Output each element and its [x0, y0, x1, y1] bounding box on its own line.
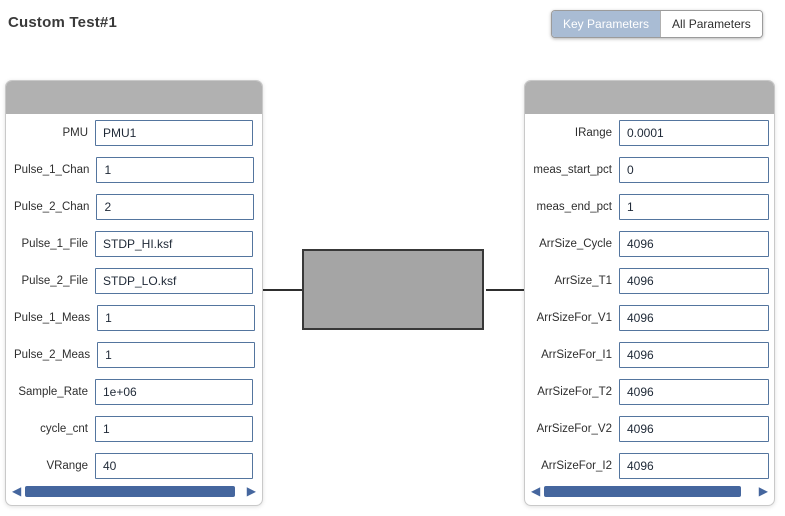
param-input[interactable] — [97, 304, 256, 331]
param-row: meas_end_pct — [525, 188, 774, 225]
param-input[interactable] — [619, 378, 769, 405]
param-label: Sample_Rate — [18, 385, 88, 398]
param-row: ArrSizeFor_V1 — [525, 299, 774, 336]
param-input[interactable] — [619, 119, 769, 146]
param-row: Pulse_2_File — [6, 262, 262, 299]
right-horizontal-scrollbar[interactable]: ◀ ▶ — [531, 485, 768, 498]
param-input[interactable] — [96, 156, 255, 183]
param-row: Pulse_1_Meas — [6, 299, 262, 336]
param-label: cycle_cnt — [40, 422, 88, 435]
param-label: VRange — [46, 459, 88, 472]
scroll-right-icon[interactable]: ▶ — [246, 484, 256, 498]
param-row: IRange — [525, 114, 774, 151]
param-row: ArrSizeFor_I1 — [525, 336, 774, 373]
param-input[interactable] — [97, 341, 256, 368]
param-input[interactable] — [619, 267, 769, 294]
param-label: ArrSizeFor_T2 — [537, 385, 612, 398]
param-label: meas_start_pct — [533, 163, 612, 176]
param-label: Pulse_2_File — [21, 274, 88, 287]
param-input[interactable] — [619, 156, 769, 183]
parameter-view-toggle: Key Parameters All Parameters — [551, 10, 763, 38]
param-input[interactable] — [619, 230, 769, 257]
param-row: ArrSizeFor_V2 — [525, 410, 774, 447]
param-label: Pulse_2_Meas — [14, 348, 91, 361]
param-row: meas_start_pct — [525, 151, 774, 188]
device-node[interactable] — [302, 249, 484, 330]
all-parameters-button[interactable]: All Parameters — [660, 11, 762, 37]
param-input[interactable] — [619, 193, 769, 220]
param-label: ArrSize_T1 — [554, 274, 612, 287]
param-row: PMU — [6, 114, 262, 151]
param-input[interactable] — [619, 452, 769, 479]
param-row: ArrSize_Cycle — [525, 225, 774, 262]
scrollbar-thumb[interactable] — [25, 486, 235, 497]
right-panel-header — [525, 81, 774, 114]
param-label: Pulse_1_Chan — [14, 163, 90, 176]
left-panel-header — [6, 81, 262, 114]
right-connector-wire — [486, 289, 524, 291]
left-panel-rows: PMU Pulse_1_Chan Pulse_2_Chan Pulse_1_Fi… — [6, 114, 262, 484]
param-row: Pulse_2_Chan — [6, 188, 262, 225]
param-input[interactable] — [95, 452, 253, 479]
key-parameters-button[interactable]: Key Parameters — [552, 11, 661, 37]
right-parameter-panel: IRange meas_start_pct meas_end_pct ArrSi… — [524, 80, 775, 506]
param-input[interactable] — [619, 415, 769, 442]
param-row: Pulse_1_File — [6, 225, 262, 262]
param-label: PMU — [62, 126, 88, 139]
param-input[interactable] — [95, 267, 253, 294]
param-row: Pulse_2_Meas — [6, 336, 262, 373]
param-input[interactable] — [95, 119, 253, 146]
param-row: ArrSizeFor_I2 — [525, 447, 774, 484]
param-label: ArrSizeFor_I1 — [541, 348, 612, 361]
param-input[interactable] — [619, 341, 769, 368]
scrollbar-track[interactable] — [24, 486, 244, 497]
param-input[interactable] — [95, 415, 253, 442]
param-label: ArrSizeFor_V1 — [536, 311, 612, 324]
param-row: ArrSizeFor_T2 — [525, 373, 774, 410]
param-row: VRange — [6, 447, 262, 484]
param-label: meas_end_pct — [536, 200, 612, 213]
param-label: ArrSize_Cycle — [539, 237, 612, 250]
param-label: Pulse_1_File — [21, 237, 88, 250]
param-input[interactable] — [619, 304, 769, 331]
scrollbar-track[interactable] — [543, 486, 756, 497]
scroll-left-icon[interactable]: ◀ — [531, 484, 541, 498]
page-title: Custom Test#1 — [8, 14, 118, 31]
param-row: ArrSize_T1 — [525, 262, 774, 299]
param-input[interactable] — [96, 193, 255, 220]
param-row: Pulse_1_Chan — [6, 151, 262, 188]
param-label: Pulse_1_Meas — [14, 311, 91, 324]
param-label: ArrSizeFor_I2 — [541, 459, 612, 472]
scrollbar-thumb[interactable] — [544, 486, 741, 497]
param-label: IRange — [574, 126, 612, 139]
param-input[interactable] — [95, 378, 253, 405]
param-input[interactable] — [95, 230, 253, 257]
param-row: cycle_cnt — [6, 410, 262, 447]
param-label: Pulse_2_Chan — [14, 200, 90, 213]
right-panel-rows: IRange meas_start_pct meas_end_pct ArrSi… — [525, 114, 774, 484]
param-label: ArrSizeFor_V2 — [536, 422, 612, 435]
left-connector-wire — [263, 289, 302, 291]
scroll-right-icon[interactable]: ▶ — [758, 484, 768, 498]
param-row: Sample_Rate — [6, 373, 262, 410]
left-horizontal-scrollbar[interactable]: ◀ ▶ — [12, 485, 256, 498]
scroll-left-icon[interactable]: ◀ — [12, 484, 22, 498]
left-parameter-panel: PMU Pulse_1_Chan Pulse_2_Chan Pulse_1_Fi… — [5, 80, 263, 506]
